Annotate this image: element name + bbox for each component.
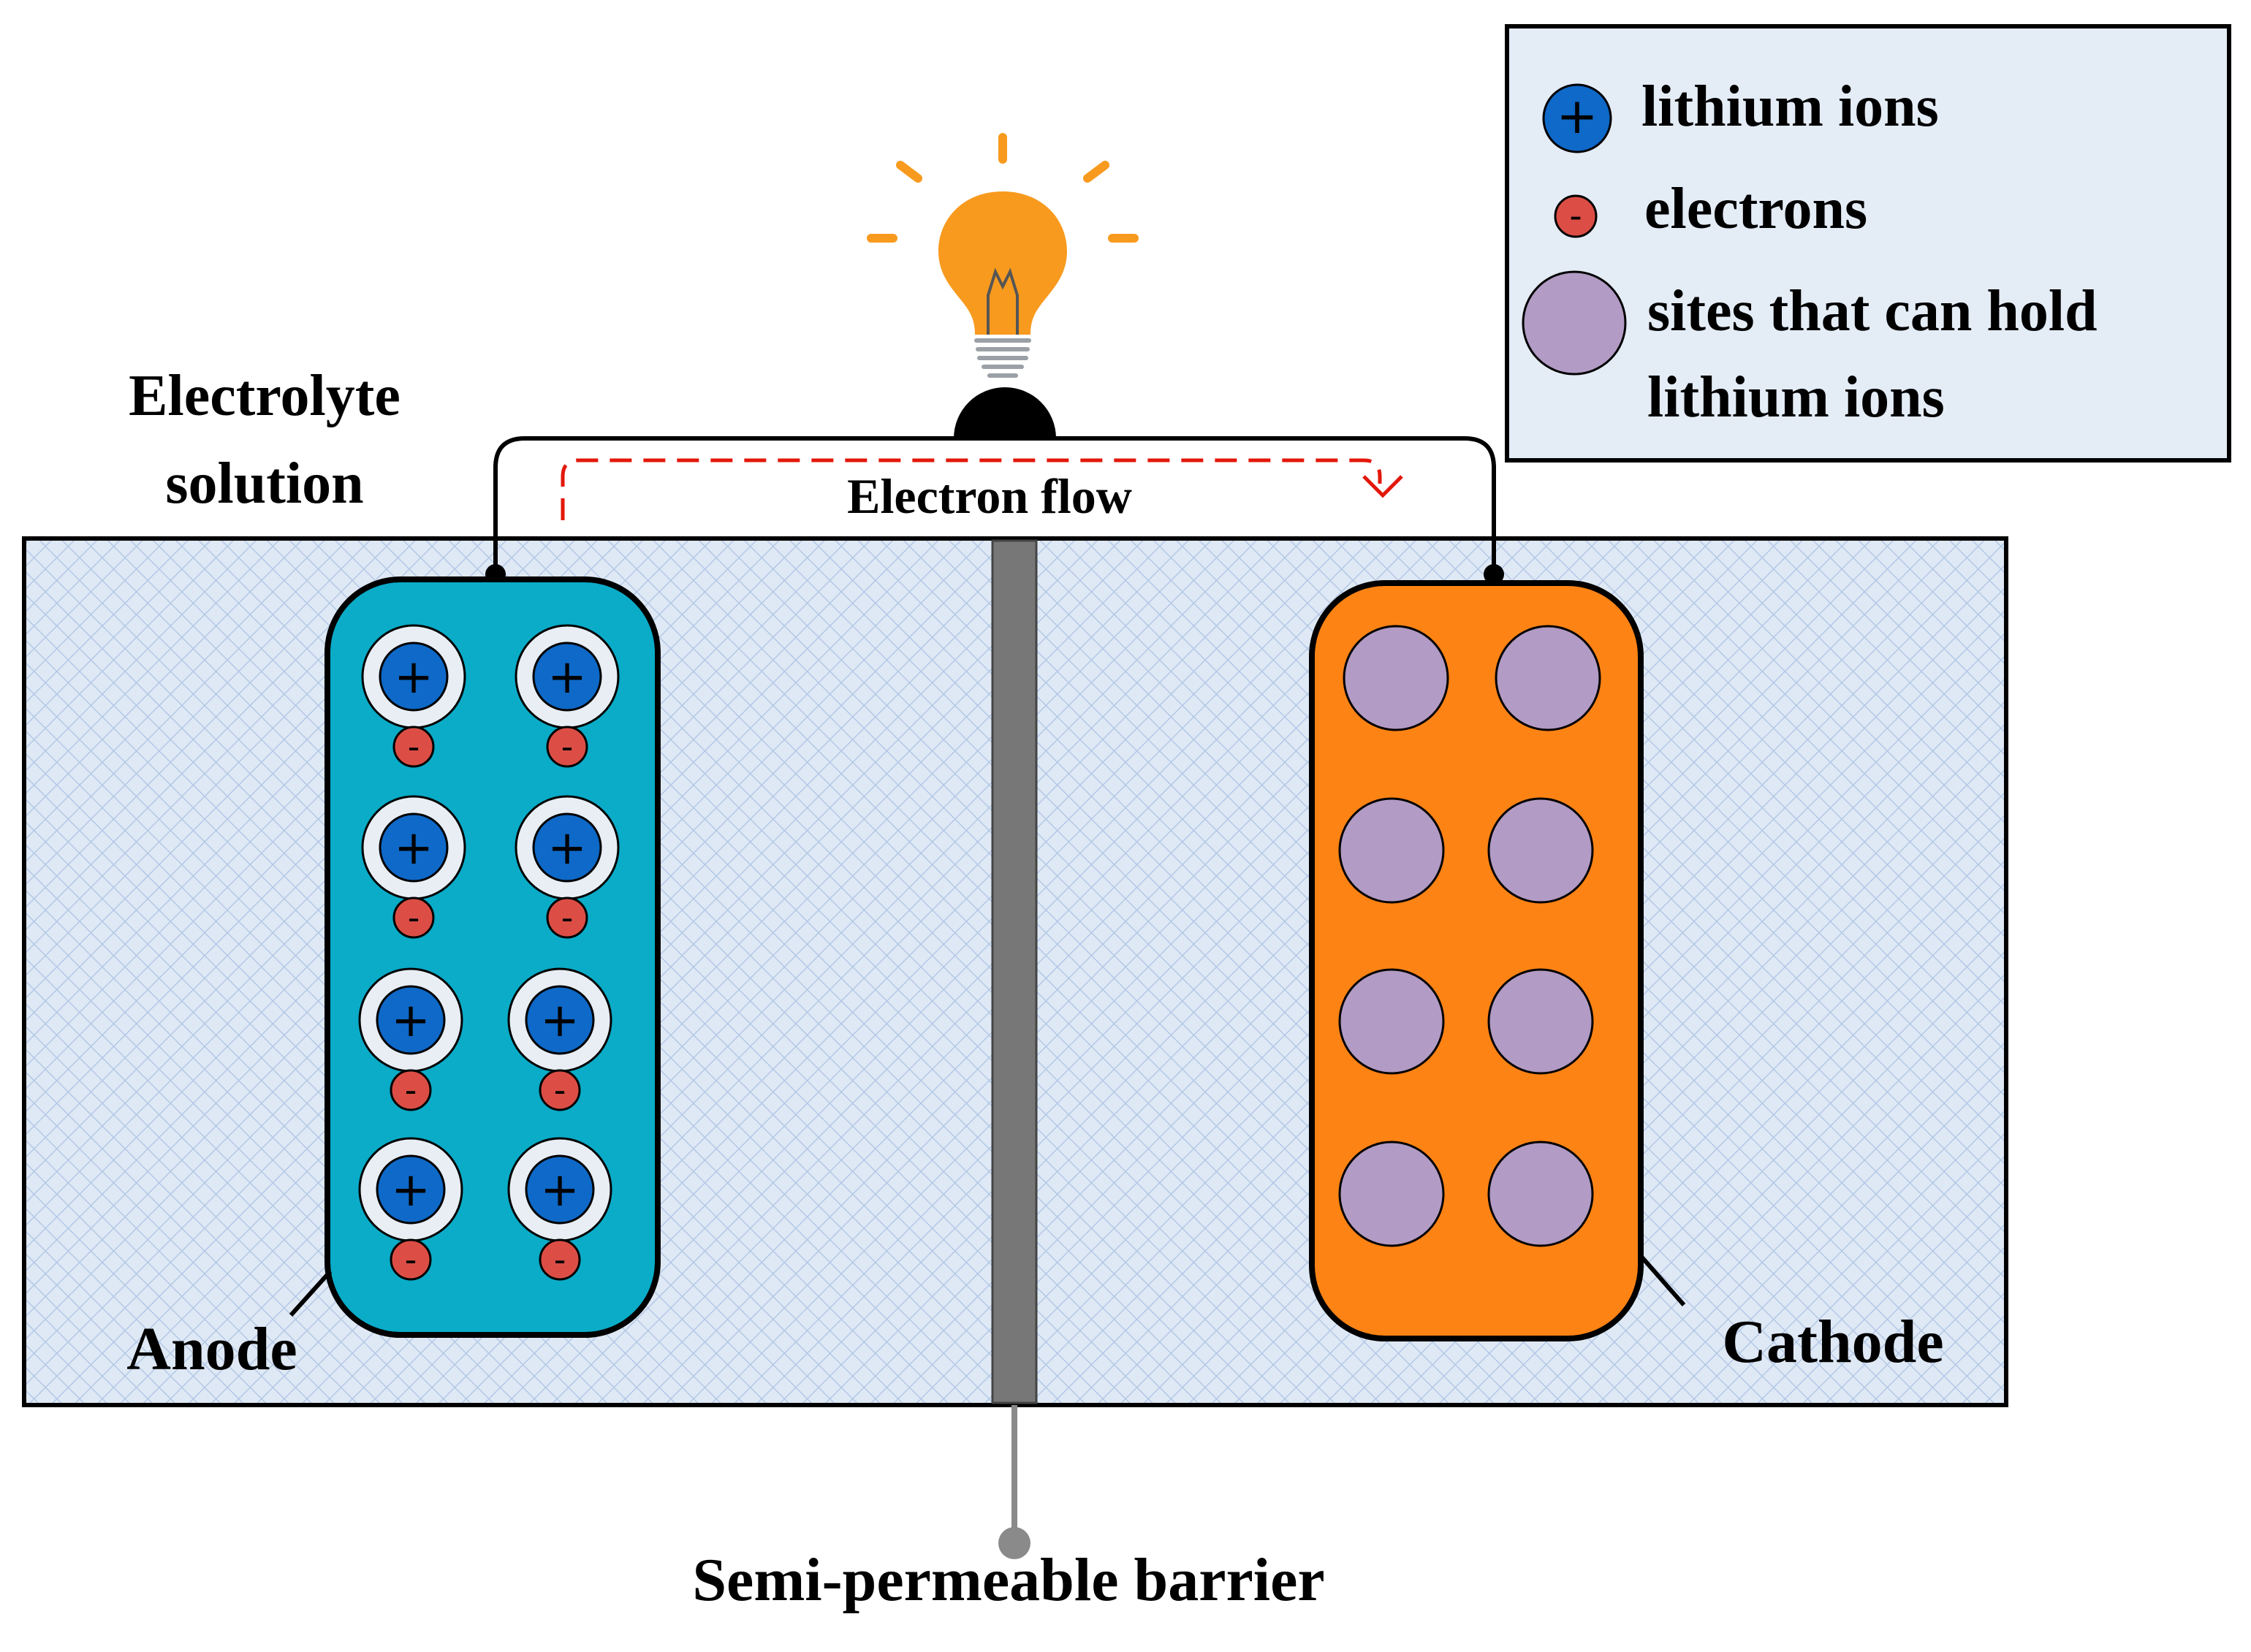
minus-sign: - — [405, 1070, 417, 1110]
cathode-label: Cathode — [1722, 1308, 1943, 1376]
lithium-ion — [525, 1154, 595, 1225]
legend-item-electrons: - electrons — [1554, 177, 1867, 241]
plus-sign: + — [391, 1163, 430, 1217]
minus-sign: - — [408, 898, 420, 937]
electron — [392, 897, 435, 939]
legend-plus-symbol: + — [1557, 88, 1598, 145]
barrier-pointer-dot — [998, 1527, 1030, 1559]
cathode-terminal — [1484, 564, 1504, 585]
legend-minus-symbol: - — [1569, 196, 1582, 237]
legend-item-sites: sites that can hold lithium ions — [1522, 270, 2098, 430]
electron — [392, 726, 435, 768]
site-icon — [1522, 270, 1627, 376]
electron — [390, 1069, 432, 1111]
minus-sign: - — [554, 1240, 566, 1279]
anode-label: Anode — [126, 1315, 297, 1383]
legend-sites-label-line2: lithium ions — [1647, 365, 1945, 430]
lithium-ion — [376, 985, 446, 1055]
cathode-site — [1338, 797, 1445, 904]
barrier-label: Semi-permeable barrier — [692, 1546, 1324, 1614]
anode-lithium-ion: +- — [358, 1137, 463, 1281]
electron — [546, 726, 588, 768]
plus-sign: + — [540, 1163, 580, 1217]
plus-sign: + — [394, 650, 433, 704]
electron — [539, 1069, 581, 1111]
semi-permeable-barrier — [991, 539, 1038, 1404]
plus-sign: + — [547, 650, 587, 704]
electron — [546, 897, 588, 939]
anode-ions: +-+-+-+-+-+-+-+- — [358, 624, 620, 1281]
lithium-ion — [379, 642, 449, 712]
minus-sign: - — [405, 1240, 417, 1279]
lithium-ion — [532, 812, 602, 883]
cathode-site — [1495, 625, 1601, 731]
lithium-ion — [532, 642, 602, 712]
legend: + lithium ions - electrons sites that ca… — [1505, 24, 2231, 463]
legend-item-lithium-ions: + lithium ions — [1542, 75, 1939, 153]
legend-sites-label-line1: sites that can hold — [1647, 279, 2098, 343]
minus-sign: - — [561, 898, 574, 937]
cathode-site — [1487, 797, 1594, 904]
plus-sign: + — [547, 821, 587, 875]
electron-flow-arrow-icon — [561, 458, 1403, 520]
electrolyte-label-line2: solution — [165, 452, 363, 516]
anode-pointer-line — [289, 1269, 333, 1317]
lithium-ion — [376, 1154, 446, 1225]
legend-box — [1505, 24, 2231, 463]
cathode-site — [1338, 1141, 1445, 1247]
electrolyte-label-line1: Electrolyte — [129, 364, 401, 428]
electron-icon — [1554, 194, 1598, 238]
anode-lithium-ion: +- — [361, 624, 466, 768]
cathode-site — [1487, 1141, 1594, 1247]
electron-flow-label: Electron flow — [847, 468, 1132, 524]
minus-sign: - — [561, 727, 574, 766]
legend-electrons-label: electrons — [1644, 177, 1867, 241]
cathode-pointer-line — [1639, 1255, 1686, 1306]
plus-sign: + — [391, 994, 430, 1048]
plus-sign: + — [540, 994, 580, 1048]
cathode-sites — [1338, 625, 1601, 1247]
electron — [390, 1238, 432, 1281]
plus-sign: + — [394, 821, 433, 875]
anode-lithium-ion: +- — [361, 795, 466, 939]
cathode-site — [1343, 625, 1449, 731]
anode-lithium-ion: +- — [515, 624, 620, 768]
lithium-ion-icon — [1542, 83, 1612, 153]
anode-lithium-ion: +- — [507, 1137, 612, 1281]
light-bulb-icon — [867, 133, 1139, 378]
lithium-ion — [379, 812, 449, 883]
cathode-site — [1338, 968, 1445, 1075]
anode-lithium-ion: +- — [358, 967, 463, 1111]
bulb-socket — [954, 387, 1056, 438]
lithium-ion — [525, 985, 595, 1055]
cathode-site — [1487, 968, 1594, 1075]
legend-lithium-ions-label: lithium ions — [1641, 75, 1939, 139]
minus-sign: - — [554, 1070, 566, 1110]
electron — [539, 1238, 581, 1281]
minus-sign: - — [408, 727, 420, 766]
anode-lithium-ion: +- — [507, 967, 612, 1111]
anode-lithium-ion: +- — [515, 795, 620, 939]
